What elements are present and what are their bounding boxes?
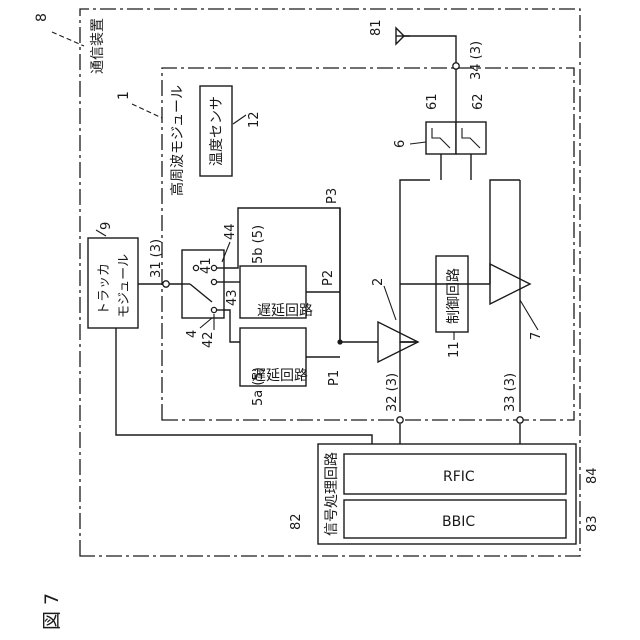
terminal-32 <box>397 417 403 423</box>
terminal-34-label: 34 (3) <box>469 41 484 80</box>
power-amplifier-ref: 2 <box>371 278 386 286</box>
bbic-ref: 83 <box>585 515 600 532</box>
terminal-31 <box>163 281 169 287</box>
switch-contact-43 <box>211 279 216 284</box>
delay-circuit-5a-ref: 5a (5) <box>251 367 266 406</box>
switch-contact-41 <box>193 265 198 270</box>
low-noise-amplifier-ref-leader <box>520 300 538 330</box>
switch-ref-leader <box>200 318 212 328</box>
wire-t34-to-antenna <box>404 36 456 63</box>
tracker-module-ref: 9 <box>99 222 114 230</box>
control-circuit-label: 制御回路 <box>446 268 462 324</box>
node-p1-label: P1 <box>327 370 342 386</box>
filter-62-ref: 62 <box>471 93 486 110</box>
switch-contact-44-label: 44 <box>223 223 238 240</box>
switch-contact-42 <box>211 307 216 312</box>
switch-contact-43-label: 43 <box>225 289 240 306</box>
delay-circuit-5b-label: 遅延回路 <box>257 303 313 319</box>
communication-device-leader <box>52 32 84 46</box>
terminal-33-label: 33 (3) <box>503 373 518 412</box>
switch-ref: 4 <box>185 330 200 338</box>
communication-device-ref: 8 <box>34 13 50 22</box>
tracker-module-label-line2: モジュール <box>117 254 132 318</box>
rfic-ref: 84 <box>585 467 600 484</box>
rf-module-label: 高周波モジュール <box>169 85 186 196</box>
low-noise-amplifier-ref: 7 <box>529 332 544 340</box>
bbic-label: BBIC <box>442 514 475 530</box>
tracker-module-label-line1: トラッカ <box>97 263 112 315</box>
rf-module-leader <box>132 104 162 118</box>
rf-module-ref: 1 <box>116 91 132 100</box>
filter-61-box <box>426 122 456 154</box>
switch-contact-42-label: 42 <box>201 331 216 348</box>
signal-processing-label: 信号処理回路 <box>324 452 340 536</box>
low-noise-amplifier-symbol <box>490 264 530 304</box>
terminal-31-label: 31 (3) <box>149 239 164 278</box>
node-p2-label: P2 <box>321 270 336 286</box>
filter-62-box <box>456 122 486 154</box>
power-amplifier-ref-leader <box>384 286 396 320</box>
node-p3-label: P3 <box>325 188 340 204</box>
rfic-label: RFIC <box>443 469 475 485</box>
filter-ref-leader <box>410 142 426 144</box>
wire-pa-to-filter <box>400 180 430 342</box>
control-circuit-ref: 11 <box>447 341 462 358</box>
temperature-sensor-label: 温度センサ <box>209 96 225 166</box>
terminal-33 <box>517 417 523 423</box>
figure-label: 図 7 <box>41 593 63 630</box>
signal-processing-ref: 82 <box>289 513 304 530</box>
filter-ref: 6 <box>393 140 408 148</box>
antenna-ref: 81 <box>369 19 384 36</box>
switch-contact-41-label: 41 <box>199 257 214 274</box>
temperature-sensor-leader <box>233 115 246 124</box>
filter-61-ref: 61 <box>425 93 440 110</box>
terminal-32-label: 32 (3) <box>385 373 400 412</box>
terminal-34 <box>453 63 459 69</box>
delay-circuit-5b-ref: 5b (5) <box>251 225 266 264</box>
temperature-sensor-ref: 12 <box>247 111 262 128</box>
communication-device-label: 通信装置 <box>90 18 106 74</box>
wire-to-delay-a <box>224 310 240 342</box>
